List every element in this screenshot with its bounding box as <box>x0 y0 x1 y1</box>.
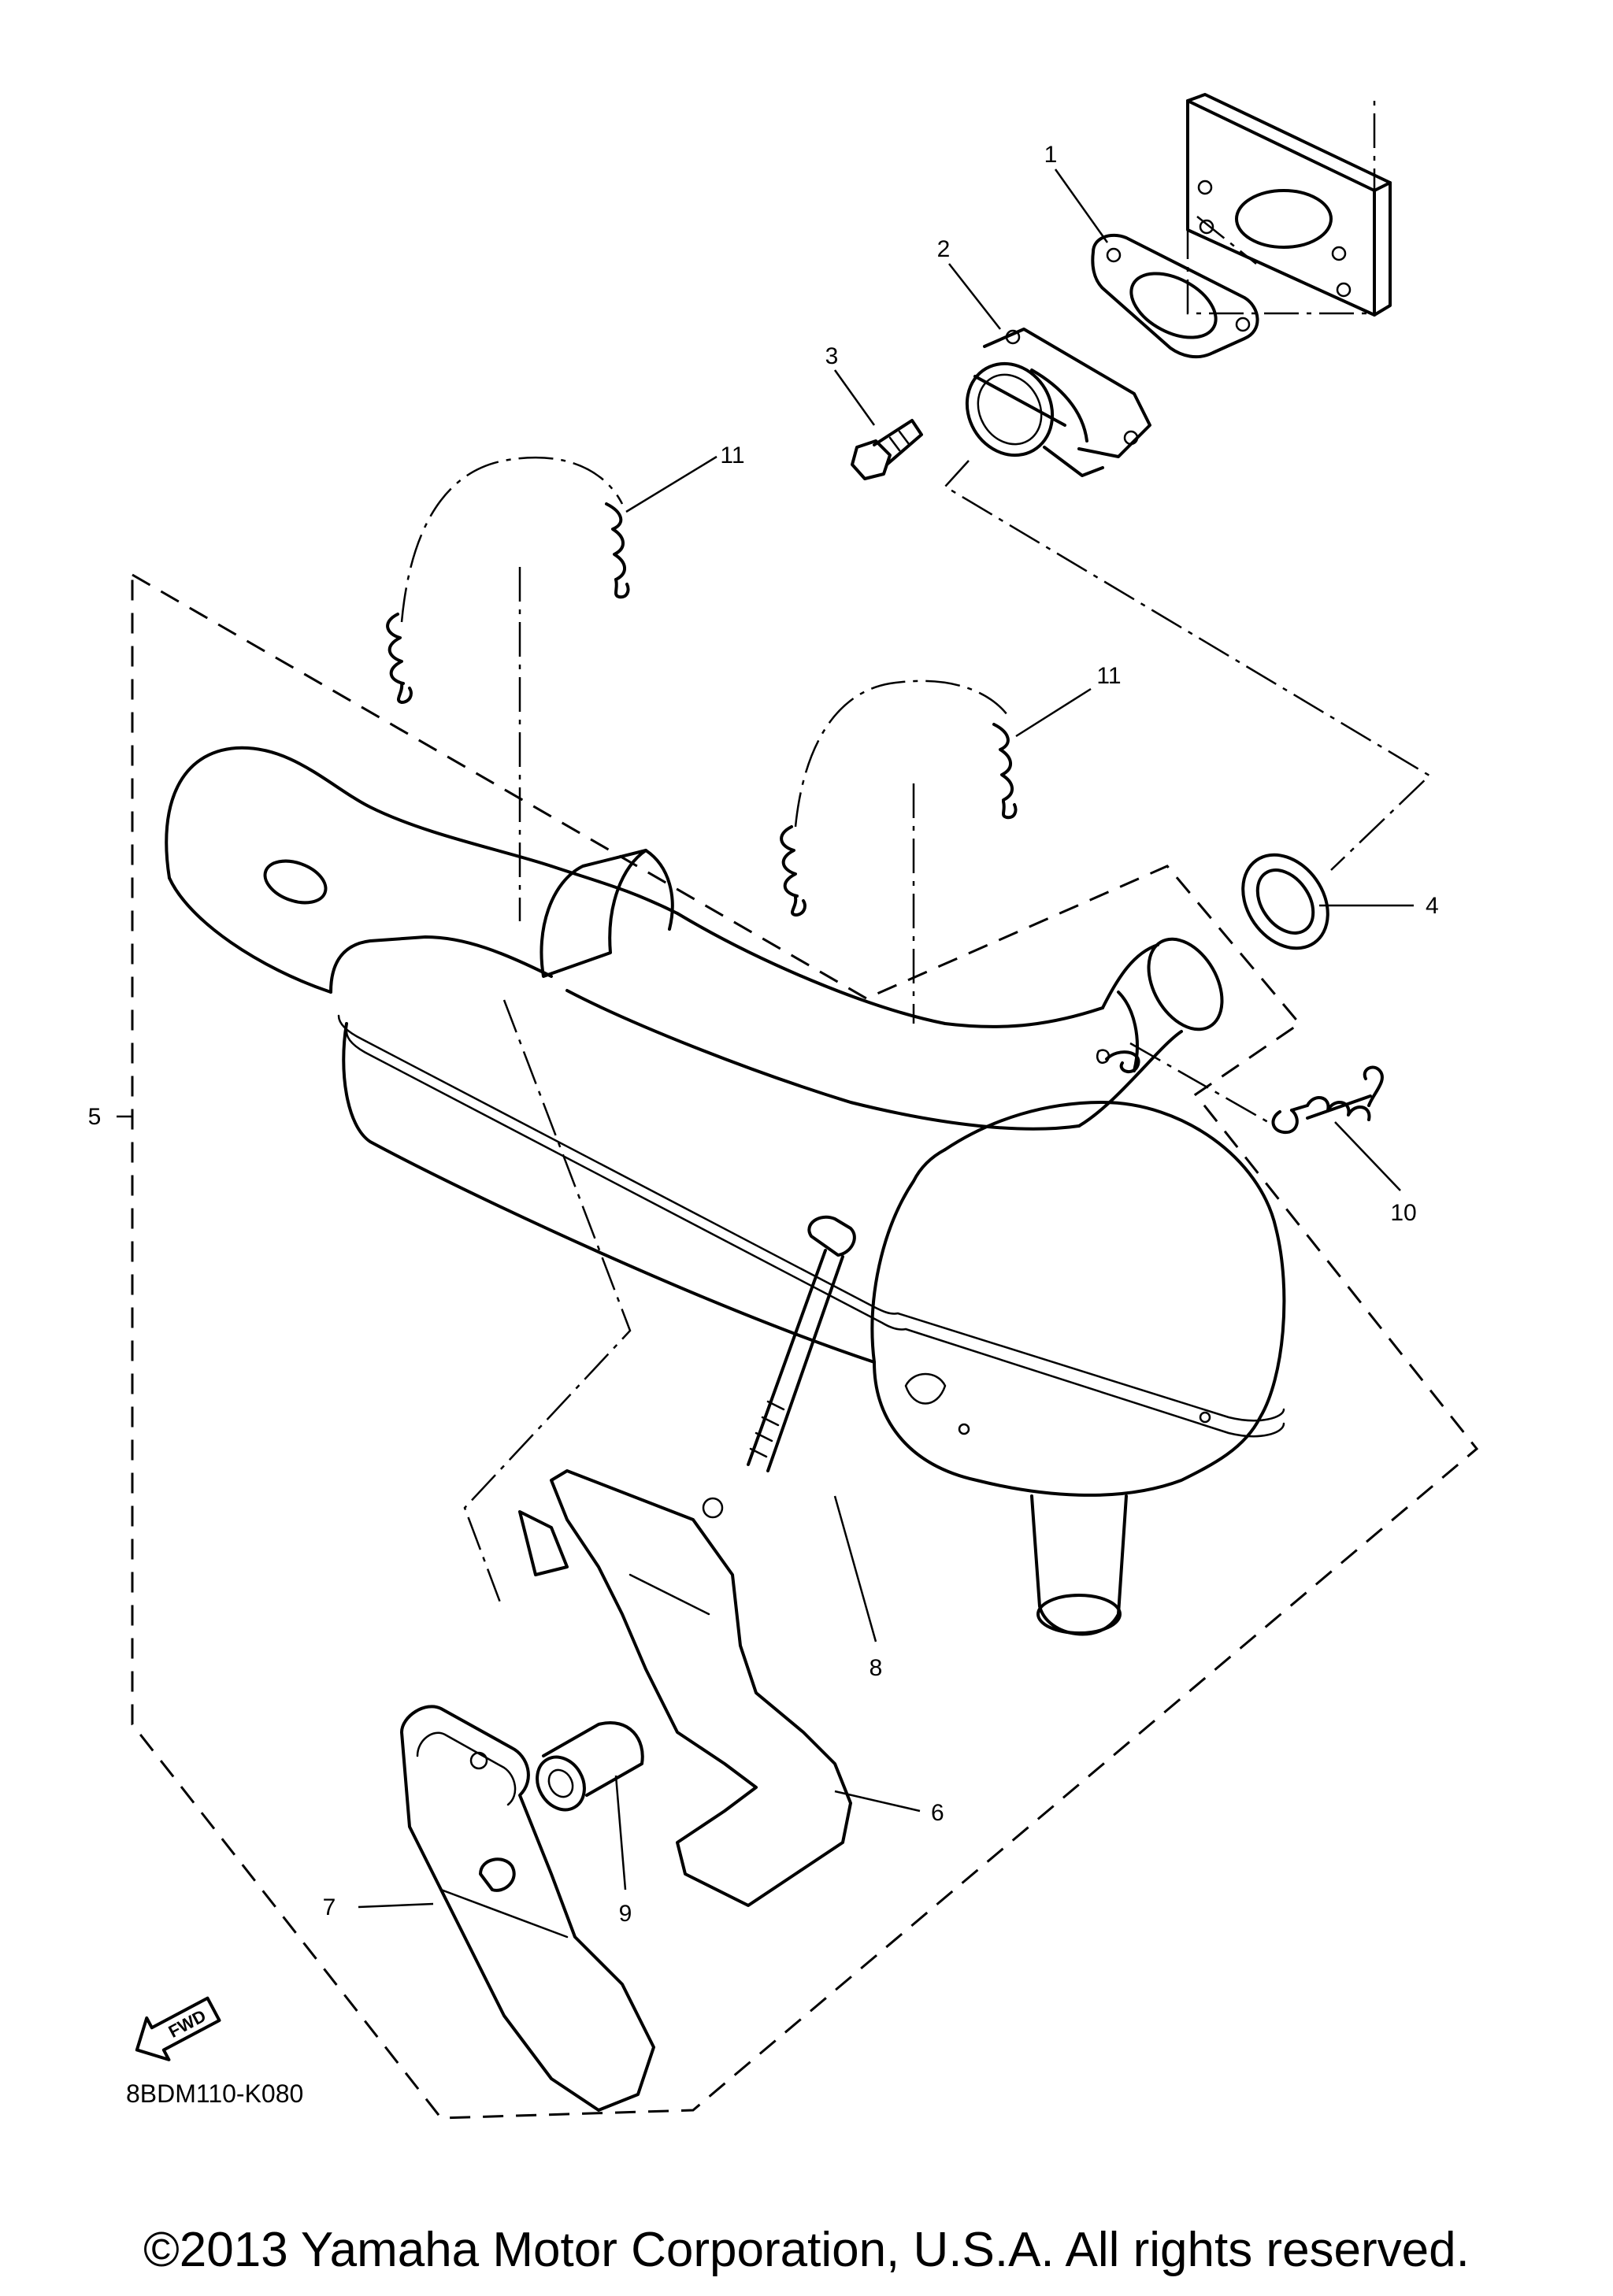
fwd-arrow-icon: FWD <box>135 1996 221 2061</box>
callout-5: 5 <box>88 1104 102 1130</box>
part-9-collar <box>536 1721 644 1812</box>
part-3-bolt <box>851 419 923 480</box>
leader-11-front <box>1015 687 1092 738</box>
part-8-bolt <box>747 1215 856 1472</box>
reference-line-bracket <box>463 999 632 1603</box>
reference-line-block <box>1186 94 1376 315</box>
part-7-strap <box>400 1705 655 2112</box>
leader-11-rear <box>625 455 718 513</box>
leader-7 <box>358 1902 434 1909</box>
engine-mount-block <box>1186 93 1392 317</box>
diagram-code: 8BDM110-K080 <box>126 2079 303 2108</box>
callout-8: 8 <box>870 1655 883 1681</box>
part-11-spring-front <box>780 680 1018 917</box>
callout-11-rear: 11 <box>720 443 744 468</box>
callout-7: 7 <box>323 1894 336 1920</box>
callout-6: 6 <box>931 1800 944 1826</box>
muffler-assembly-boundary <box>131 572 1479 2120</box>
leader-6 <box>834 1790 921 1813</box>
leader-8 <box>833 1495 877 1642</box>
part-5-muffler <box>165 746 1286 1636</box>
part-10-spring <box>1271 1065 1384 1135</box>
part-2-exhaust-joint <box>965 328 1151 477</box>
callout-3: 3 <box>825 343 839 369</box>
callout-2: 2 <box>937 236 951 262</box>
reference-line-flange <box>944 460 1432 871</box>
callout-4: 4 <box>1426 893 1439 919</box>
callout-1: 1 <box>1044 142 1058 168</box>
part-11-spring-rear <box>386 456 630 704</box>
copyright-notice: ©2013 Yamaha Motor Corporation, U.S.A. A… <box>143 2223 1470 2277</box>
leader-3 <box>833 369 876 426</box>
part-6-bracket <box>518 1469 852 1907</box>
leader-9 <box>614 1775 627 1890</box>
callout-11-front: 11 <box>1096 663 1121 689</box>
leader-2 <box>948 263 1001 330</box>
leader-10 <box>1334 1121 1401 1191</box>
part-1-gasket <box>1091 233 1259 359</box>
callout-9: 9 <box>619 1901 632 1927</box>
callout-10: 10 <box>1390 1200 1416 1226</box>
part-4-gasket-ring <box>1241 853 1329 950</box>
leader-1 <box>1054 168 1109 243</box>
